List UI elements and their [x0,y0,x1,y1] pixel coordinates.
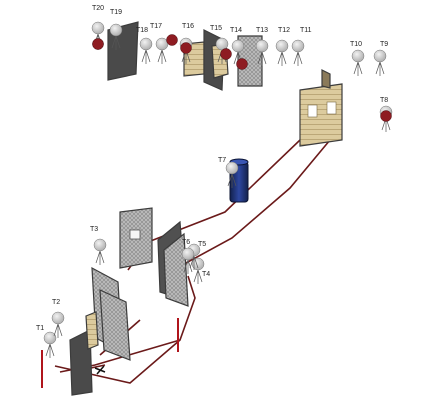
target-label: T12 [278,27,290,34]
target-t14: T14 [230,27,248,70]
target-stand [227,173,237,188]
target-t7: T7 [218,157,239,188]
target-label: T9 [380,41,388,48]
mesh-wall [237,35,263,87]
target-label: T19 [110,9,122,16]
target-plate [255,39,269,53]
target-stand [277,51,287,66]
target-label: T4 [202,271,210,278]
target-plate [191,257,205,271]
wood-barricade [85,311,99,350]
target-label: T10 [350,41,362,48]
target-label: T18 [136,27,148,34]
building-window [326,101,337,115]
target-plate [351,49,365,63]
building-window [307,104,318,118]
target-plate [93,238,107,252]
target-label: T13 [256,27,268,34]
target-t8: T8 [379,97,393,132]
popper-plate [166,34,178,46]
target-label: T16 [182,23,194,30]
target-label: T1 [36,325,44,332]
target-label: T20 [92,5,104,12]
target-t15: T15 [210,25,232,64]
path-segment [161,139,331,277]
target-label: T3 [90,226,98,233]
target-t13: T13 [255,27,269,66]
target-stand [95,250,105,265]
target-stand [257,51,267,66]
target-t9: T9 [373,41,388,76]
target-stand [45,343,55,358]
target-stand [375,61,385,76]
popper-plate [220,48,232,60]
target-plate [109,23,123,37]
target-stand [293,51,303,66]
target-t6: T6 [181,239,195,274]
wood-post [321,69,331,89]
target-t11: T11 [291,27,312,66]
target-label: T8 [380,97,388,104]
target-plate [155,37,169,51]
target-t12: T12 [275,27,290,66]
target-stand [193,269,203,284]
target-label: T14 [230,27,242,34]
target-stand [353,61,363,76]
popper-plate [180,42,192,54]
target-t2: T2 [51,299,65,338]
target-plate [91,21,105,35]
target-t20: T20 [91,5,105,50]
target-label: T11 [300,27,312,34]
target-plate [43,331,57,345]
path-segment [127,121,326,271]
target-t10: T10 [350,41,365,76]
target-stand [53,323,63,338]
target-plate [373,49,387,63]
target-stand [111,35,121,50]
target-plate [291,39,305,53]
wood-building [299,83,343,147]
popper-plate [92,38,104,50]
target-t18: T18 [136,27,153,64]
target-t16: T16 [179,23,194,64]
popper-plate [236,58,248,70]
target-label: T15 [210,25,222,32]
mesh-wall [99,289,131,361]
target-stand [157,49,167,64]
fault-lines [41,318,179,388]
window-opening [129,229,141,240]
target-label: T2 [52,299,60,306]
dark-wall [69,329,93,396]
target-stand [189,255,199,270]
targets: T1T2T3T4T5T6T7T8T9T10T11T12T13T14T15T16T… [36,5,393,358]
target-label: T5 [198,241,206,248]
target-label: T17 [150,23,162,30]
start-marker [94,365,106,375]
target-label: T6 [182,239,190,246]
target-t4: T4 [191,257,210,284]
target-plate [215,37,229,51]
target-stand [141,49,151,64]
target-plate [225,161,239,175]
target-plate [51,311,65,325]
target-stand [183,259,193,274]
target-plate [139,37,153,51]
target-label: T7 [218,157,226,164]
target-plate [275,39,289,53]
props [69,21,343,396]
target-t3: T3 [90,226,107,265]
mesh-wall [163,232,189,307]
target-t17: T17 [150,23,178,64]
popper-plate [380,110,392,122]
target-plate [181,247,195,261]
target-t1: T1 [36,325,57,358]
target-plate [231,39,245,53]
